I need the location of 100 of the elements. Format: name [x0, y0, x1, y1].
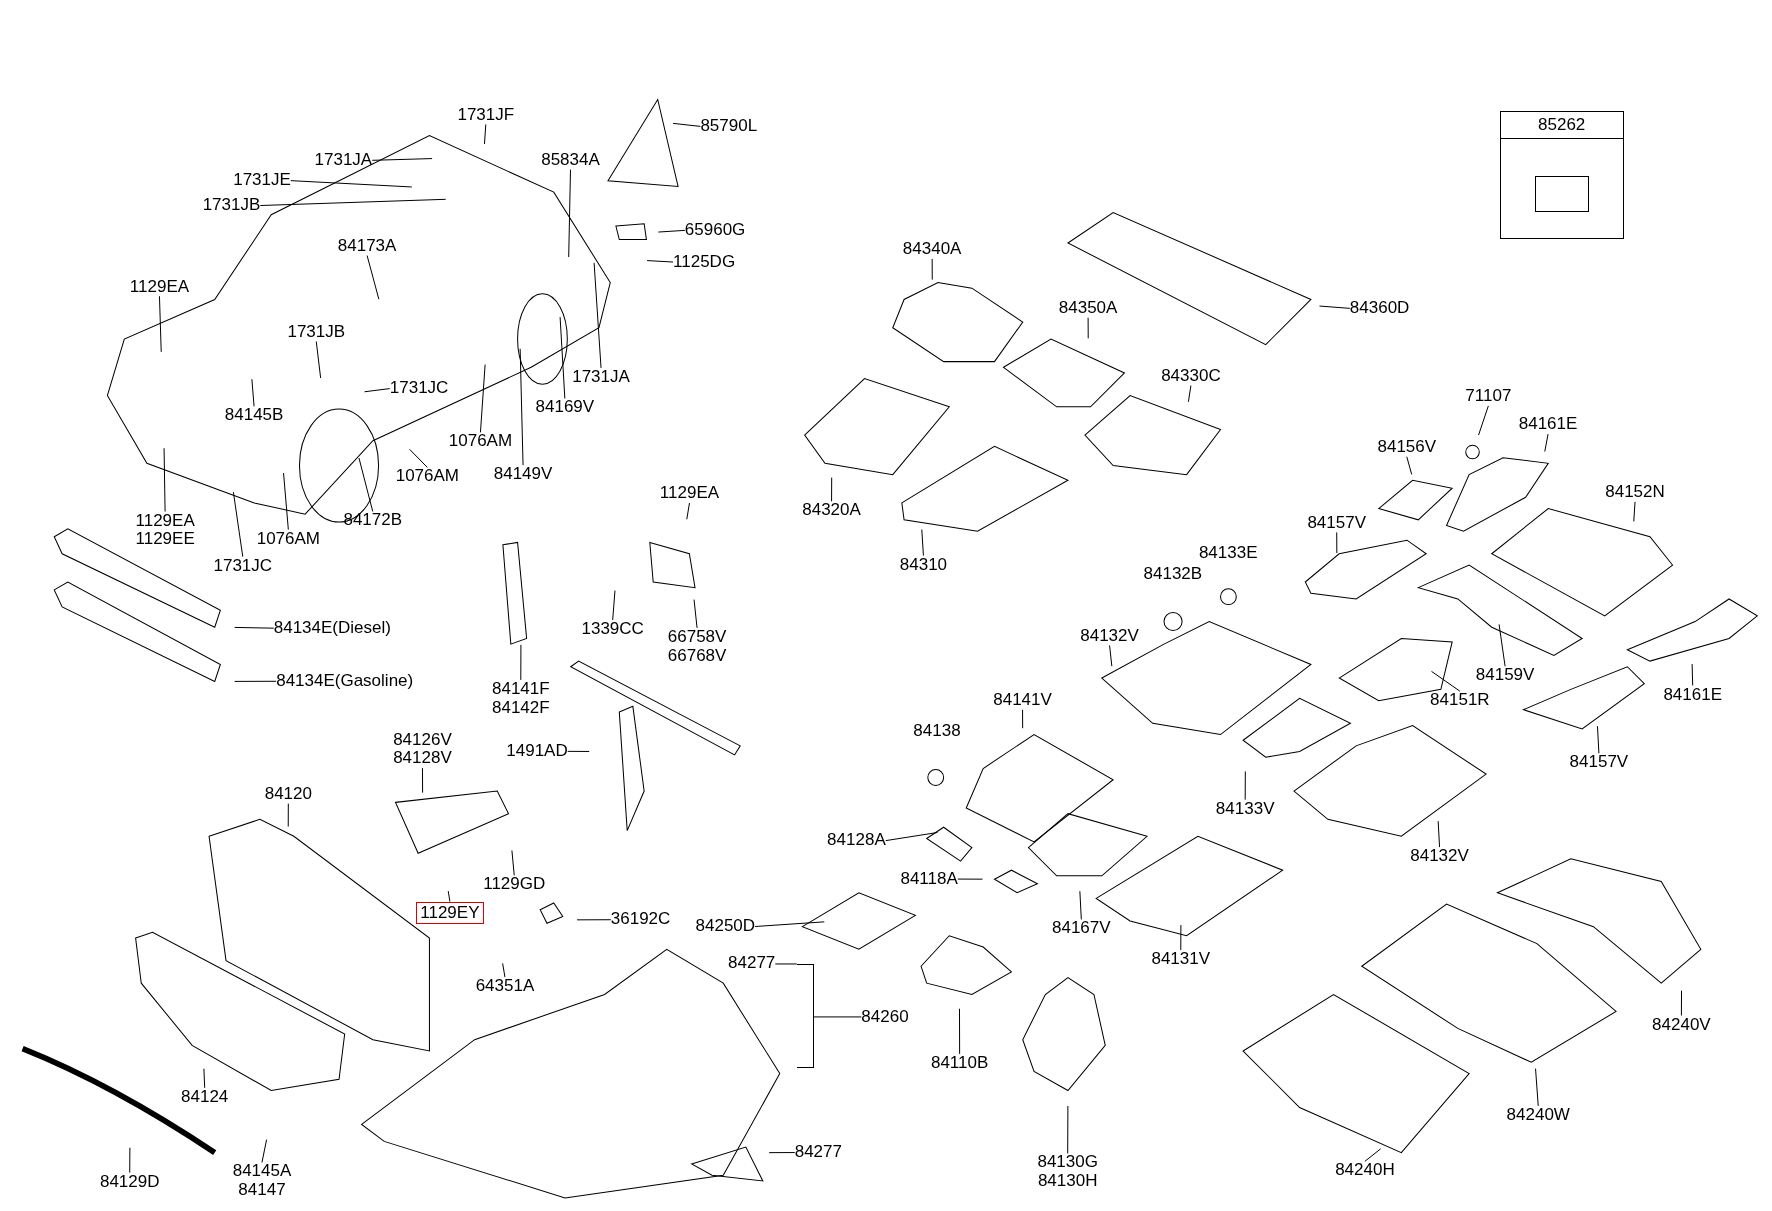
- part-number: 1731JC: [213, 556, 273, 576]
- part-number: 84169V: [535, 398, 595, 418]
- leader-line: [259, 198, 447, 206]
- part-number: 84277: [794, 1143, 842, 1162]
- leader-line: [813, 1016, 862, 1018]
- leader-line: [479, 364, 486, 433]
- leader-line: [287, 803, 289, 828]
- part-number: 66768V: [667, 646, 727, 666]
- part-number: 84120: [264, 784, 312, 804]
- part-number: 64351A: [475, 977, 535, 996]
- leader-line: [447, 890, 451, 903]
- part-number: 1076AM: [395, 467, 459, 487]
- leader-line: [693, 599, 698, 629]
- leader-line: [768, 1152, 796, 1154]
- leader-line: [484, 123, 487, 145]
- leader-line: [657, 229, 686, 233]
- leader-line: [612, 590, 616, 621]
- part-number: 84128A: [827, 831, 886, 850]
- part-number: 1125DG: [673, 252, 736, 272]
- part-number: 84330C: [1161, 366, 1221, 386]
- part-number: 1076AM: [256, 529, 320, 549]
- leader-line: [1187, 385, 1192, 403]
- part-number: 84172B: [343, 511, 403, 531]
- part-number: 84240H: [1335, 1161, 1395, 1180]
- part-number-box: [1499, 110, 1624, 240]
- part-number: 84277: [728, 954, 776, 974]
- part-number: 84130H: [1037, 1172, 1098, 1191]
- part-number: 84110B: [930, 1053, 989, 1073]
- part-number: 84147: [237, 1181, 287, 1200]
- part-number: 66758V: [667, 627, 727, 647]
- part-number: 1129EA: [135, 511, 195, 531]
- part-number: 84149V: [493, 465, 553, 484]
- leader-line: [1180, 924, 1182, 951]
- part-number: 1491AD: [506, 742, 568, 761]
- leader-line: [959, 1008, 961, 1055]
- leader-line: [1364, 1148, 1382, 1162]
- leader-line: [366, 255, 380, 300]
- part-number: 85834A: [541, 150, 600, 170]
- part-number: 84161E: [1663, 685, 1722, 705]
- leader-line: [1431, 670, 1461, 692]
- part-number: 84320A: [802, 501, 861, 520]
- part-number: 84157V: [1569, 753, 1629, 772]
- part-number: 1731JF: [457, 105, 515, 125]
- leader-line: [1535, 1068, 1539, 1107]
- part-number: 84145B: [224, 406, 284, 426]
- part-number: 84151R: [1430, 691, 1490, 710]
- part-number: 84156V: [1377, 438, 1437, 457]
- leader-line: [559, 316, 566, 399]
- leader-line: [234, 680, 277, 682]
- part-number: 84142F: [491, 698, 550, 718]
- leader-line: [234, 626, 275, 629]
- part-number: 71107: [1465, 387, 1512, 406]
- leader-line: [519, 348, 524, 466]
- part-number: 84350A: [1058, 299, 1118, 318]
- leader-line: [567, 750, 590, 752]
- part-number: 84133V: [1215, 799, 1275, 819]
- part-number: 84128V: [393, 749, 452, 769]
- leader-line: [1544, 433, 1549, 453]
- part-number: 84145A: [232, 1162, 292, 1182]
- leader-line: [672, 122, 701, 127]
- leader-line: [1109, 644, 1113, 667]
- leader-line: [646, 260, 674, 263]
- leader-line: [1596, 725, 1600, 754]
- part-number: 84152N: [1605, 483, 1665, 502]
- part-number: 1339CC: [581, 619, 644, 639]
- leader-line: [1680, 990, 1683, 1016]
- leader-line: [158, 295, 162, 353]
- leader-line: [774, 963, 798, 965]
- part-number: 1129EA: [129, 277, 190, 297]
- part-number: 84131V: [1151, 949, 1211, 969]
- leader-line: [1478, 405, 1489, 436]
- part-number: 84134E(Gasoline): [276, 671, 414, 691]
- part-number: 84340A: [902, 240, 962, 259]
- leader-line: [686, 502, 690, 520]
- leader-line: [261, 1139, 268, 1163]
- part-number: 84118A: [900, 869, 958, 889]
- leader-line: [754, 921, 825, 927]
- leader-line: [1067, 1105, 1069, 1154]
- part-number: 84240W: [1506, 1105, 1570, 1125]
- leader-line: [421, 767, 424, 794]
- part-number: 84133E: [1198, 544, 1258, 563]
- part-number: 85262: [1500, 111, 1623, 140]
- part-number: 84167V: [1052, 919, 1111, 939]
- part-number: 1076AM: [448, 432, 513, 452]
- leader-line: [593, 262, 602, 369]
- part-number: 84138: [913, 721, 961, 741]
- leader-line: [1406, 456, 1413, 475]
- leader-line: [290, 180, 413, 188]
- part-number: 65960G: [684, 221, 746, 240]
- part-number: 84126V: [393, 730, 452, 750]
- part-number: 1731JB: [202, 196, 261, 215]
- leader-line: [1633, 501, 1636, 522]
- leader-line: [511, 850, 515, 876]
- leader-line: [371, 158, 433, 161]
- leader-line: [163, 447, 166, 512]
- leader-line: [568, 169, 571, 258]
- leader-line: [1336, 531, 1338, 554]
- leader-line: [1244, 770, 1246, 801]
- part-number: 84129D: [99, 1172, 160, 1192]
- leader-line: [1498, 623, 1506, 667]
